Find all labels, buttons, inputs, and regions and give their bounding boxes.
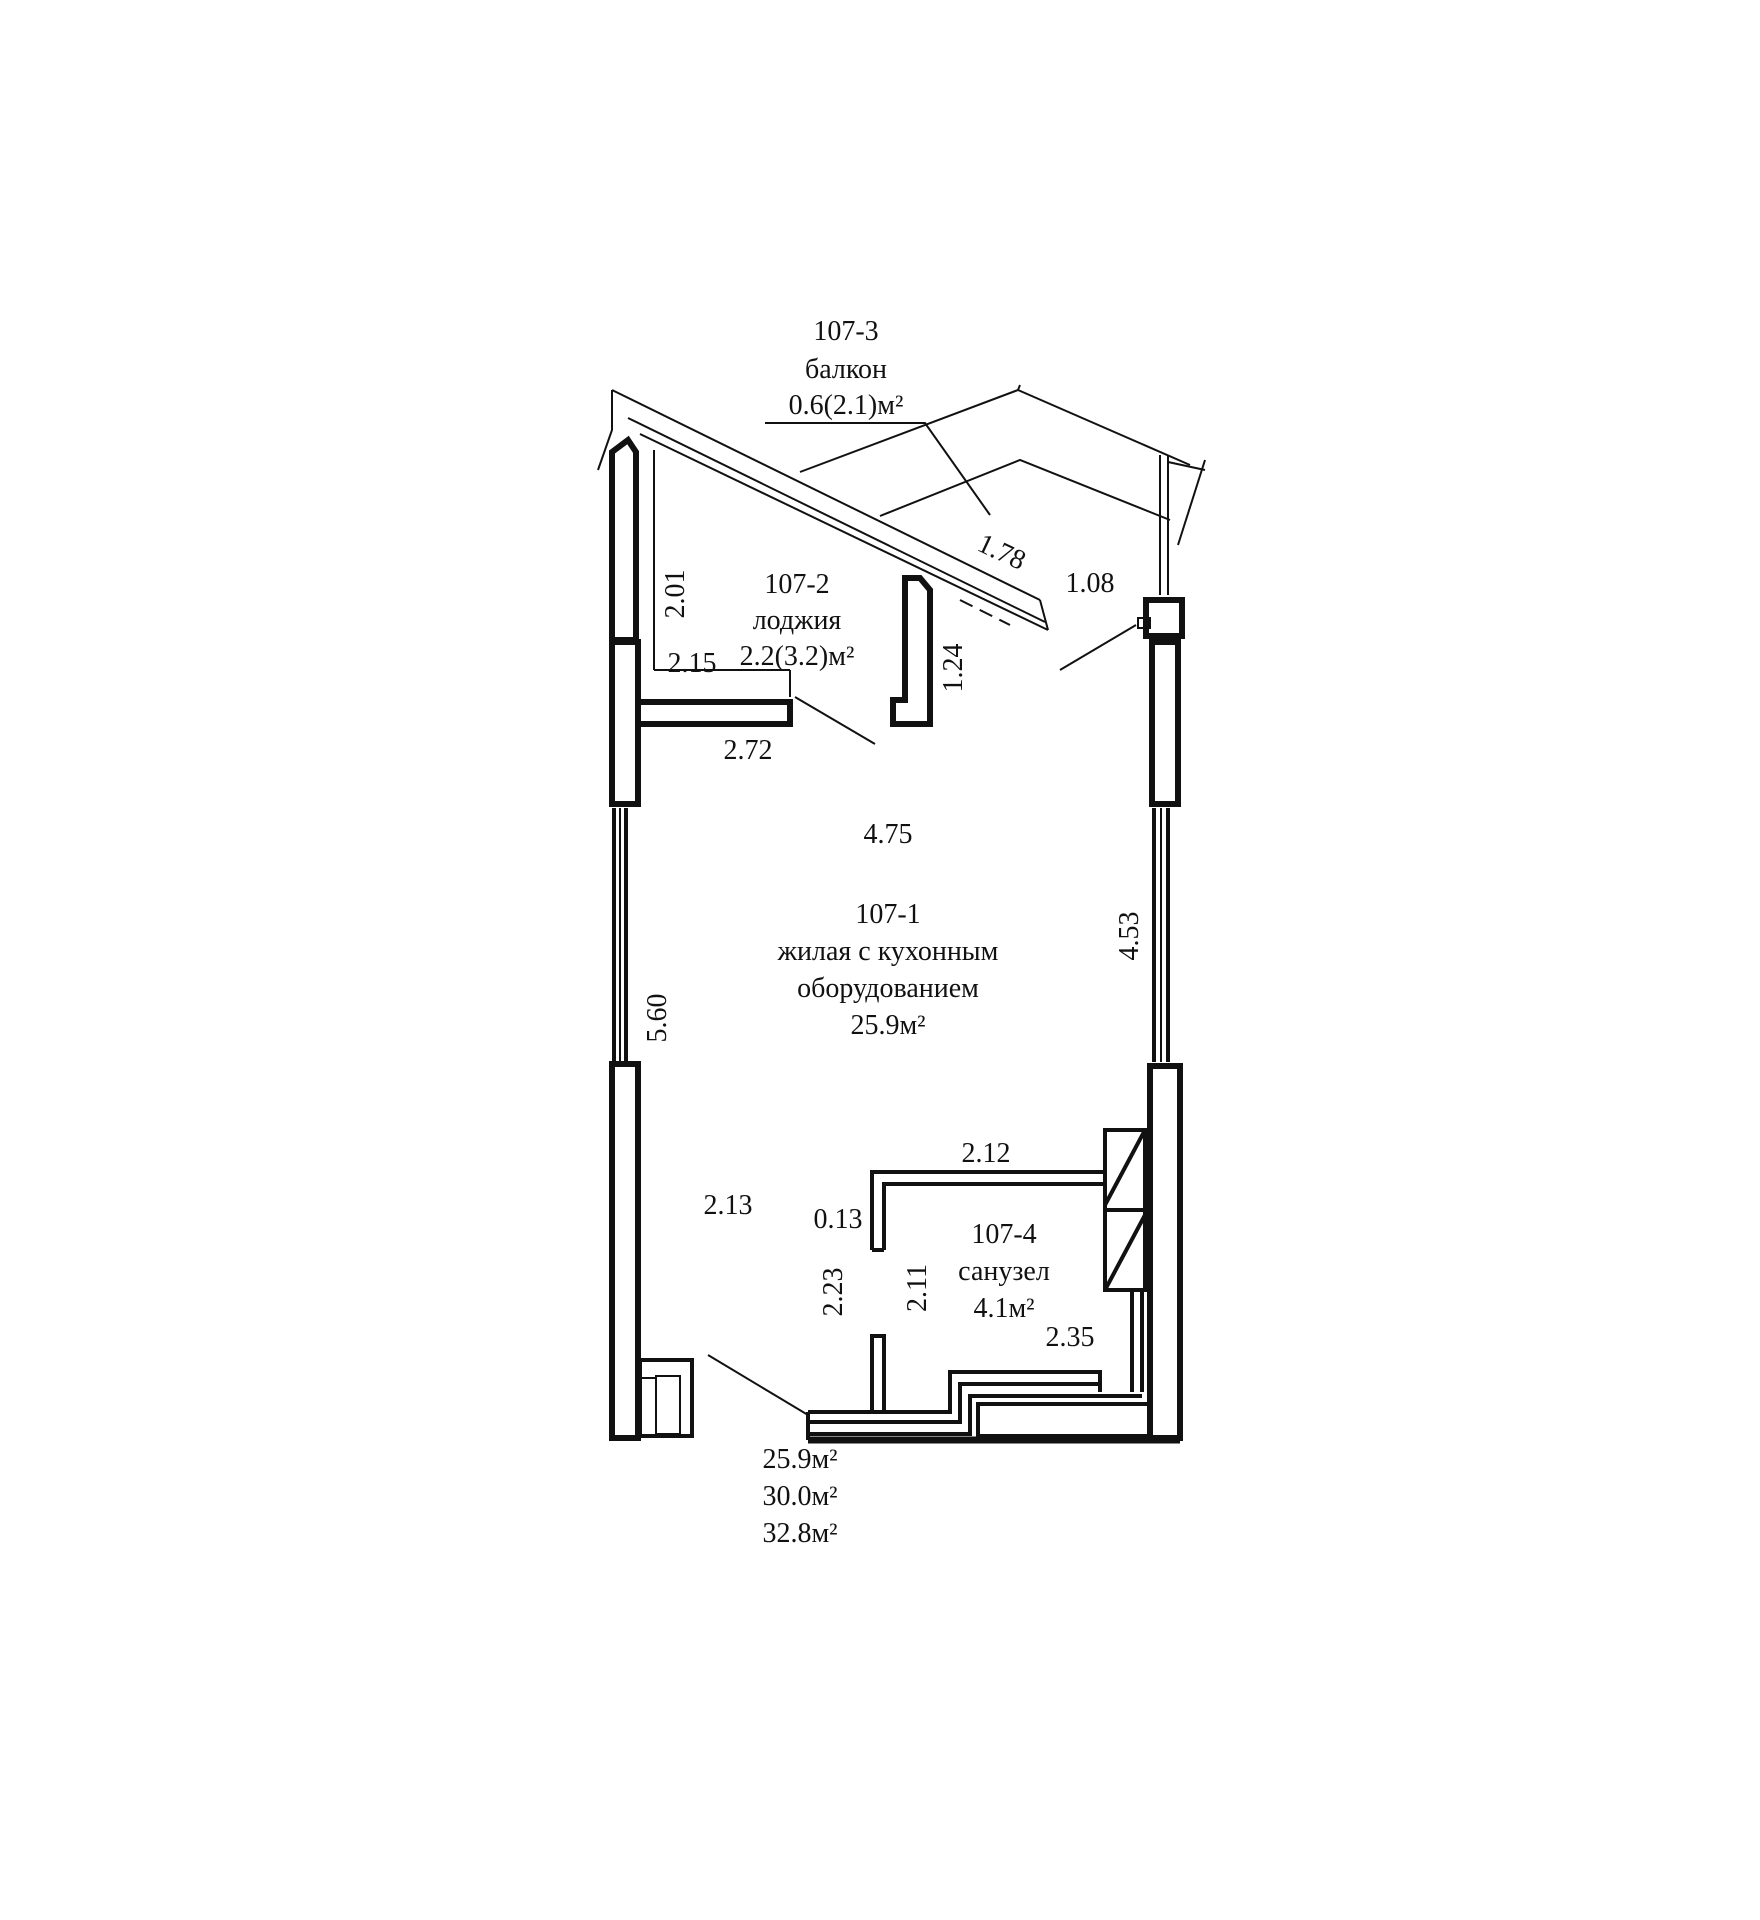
total-area-with-outdoor: 32.8м² <box>762 1518 837 1549</box>
balcony-area: 0.6(2.1)м² <box>789 390 904 421</box>
living-id: 107-1 <box>855 899 920 930</box>
bathroom-name: санузел <box>958 1256 1050 1287</box>
room-label-balcony: 107-3 балкон 0.6(2.1)м² <box>789 316 904 421</box>
room-label-loggia: 107-2 лоджия 2.2(3.2)м² <box>740 569 855 672</box>
left-wall <box>609 435 694 1441</box>
loggia-partition <box>890 575 933 727</box>
dim-5-60: 5.60 <box>642 994 673 1043</box>
loggia-id: 107-2 <box>764 569 829 600</box>
leader-lines <box>653 422 1137 1416</box>
dim-4-75: 4.75 <box>864 819 913 850</box>
living-name-line1: жилая с кухонным <box>777 936 999 967</box>
balcony-id: 107-3 <box>813 316 878 347</box>
room-label-bathroom: 107-4 санузел 4.1м² <box>958 1219 1050 1324</box>
dimension-labels: 1.78 1.08 2.01 2.15 1.24 2.72 4.75 4.53 … <box>642 528 1145 1353</box>
total-living-area: 25.9м² <box>762 1444 837 1475</box>
dim-1-24: 1.24 <box>938 644 969 693</box>
loggia-area: 2.2(3.2)м² <box>740 641 855 672</box>
loggia-name: лоджия <box>753 605 842 636</box>
dim-4-53: 4.53 <box>1114 912 1145 961</box>
bathroom-walls <box>870 1128 1147 1414</box>
bathroom-area: 4.1м² <box>973 1293 1034 1324</box>
dim-2-12: 2.12 <box>962 1138 1011 1169</box>
living-name-line2: оборудованием <box>797 973 979 1004</box>
bottom-wall <box>806 1370 1180 1444</box>
balcony-parapet <box>597 389 1049 631</box>
right-wall <box>1137 597 1185 1441</box>
dim-0-13: 0.13 <box>814 1204 863 1235</box>
balcony-name: балкон <box>805 354 887 385</box>
dim-2-11: 2.11 <box>902 1264 933 1312</box>
room-label-living: 107-1 жилая с кухонным оборудованием 25.… <box>777 899 999 1041</box>
dim-2-13: 2.13 <box>704 1190 753 1221</box>
dim-2-01: 2.01 <box>660 570 691 619</box>
loggia-wall-stub <box>635 699 793 727</box>
total-area: 30.0м² <box>762 1481 837 1512</box>
living-area: 25.9м² <box>850 1010 925 1041</box>
dim-2-72: 2.72 <box>724 735 773 766</box>
dim-1-08: 1.08 <box>1066 568 1115 599</box>
dim-2-15: 2.15 <box>668 648 717 679</box>
dim-2-35: 2.35 <box>1046 1322 1095 1353</box>
dim-1-78: 1.78 <box>973 528 1031 577</box>
bathroom-id: 107-4 <box>971 1219 1036 1250</box>
dim-2-23: 2.23 <box>818 1268 849 1317</box>
balcony-outline <box>799 384 1206 595</box>
area-totals: 25.9м² 30.0м² 32.8м² <box>762 1444 837 1549</box>
